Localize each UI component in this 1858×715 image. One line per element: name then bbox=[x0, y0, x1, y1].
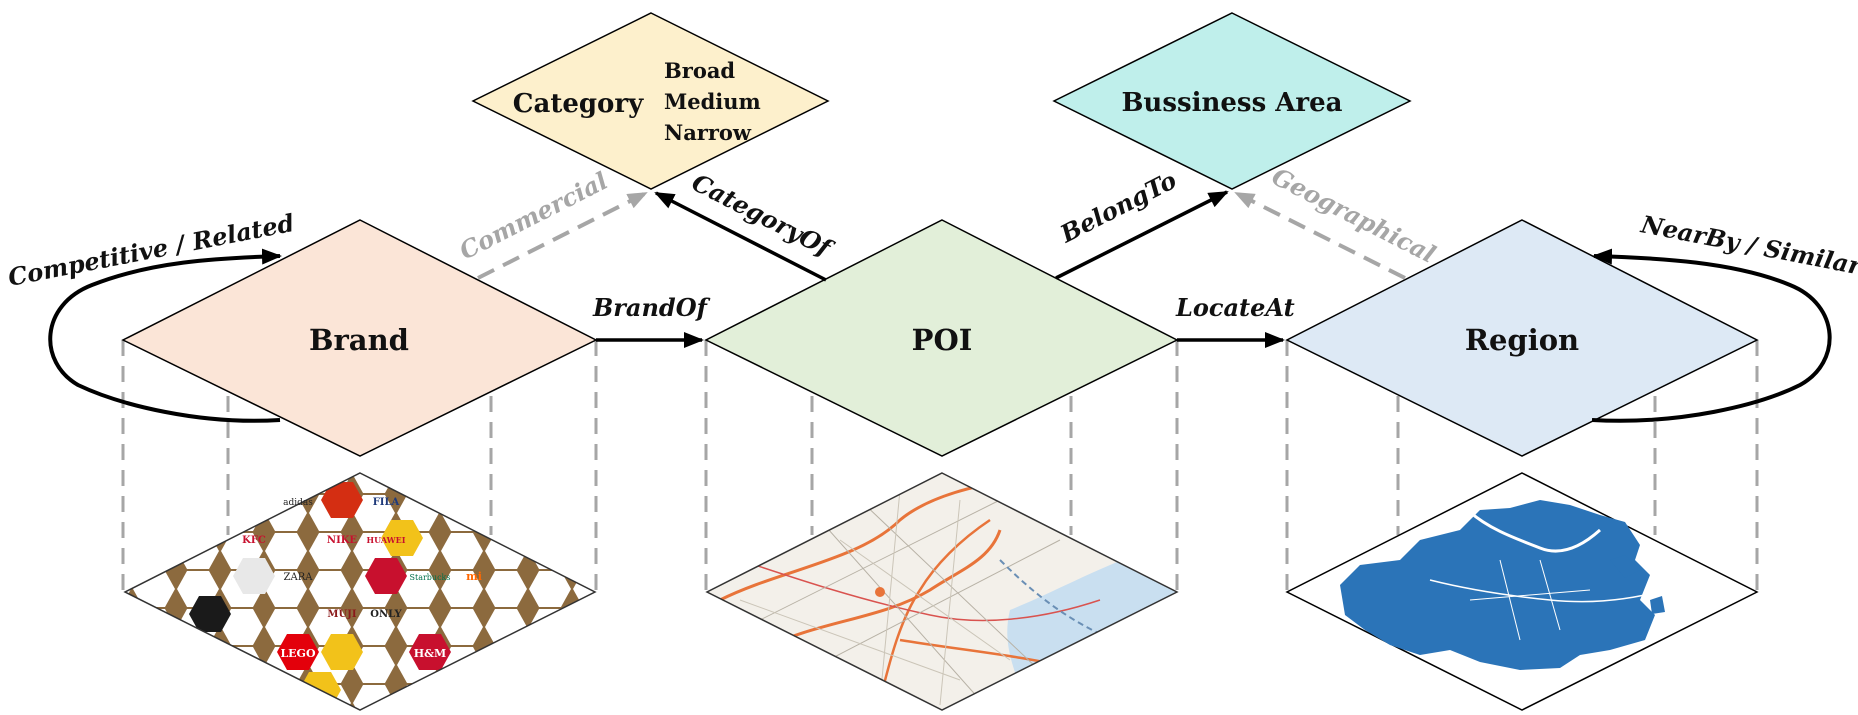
geographical-arrow bbox=[1234, 191, 1406, 280]
region-diamond bbox=[1285, 219, 1759, 457]
poi-title: POI bbox=[912, 323, 973, 357]
logo-lego: LEGO bbox=[280, 647, 316, 660]
brand-of-label: BrandOf bbox=[592, 293, 711, 322]
category-level-medium: Medium bbox=[664, 89, 761, 114]
commercial-arrow bbox=[477, 191, 648, 280]
street-map bbox=[705, 472, 1179, 711]
region-title: Region bbox=[1465, 323, 1579, 357]
brand-node: Brand bbox=[121, 219, 598, 457]
region-node: Region bbox=[1285, 219, 1759, 457]
logo-nike: NIKE bbox=[327, 535, 358, 546]
poi-node: POI bbox=[704, 219, 1179, 457]
poi-diamond bbox=[704, 219, 1179, 457]
category-node: Category Broad Medium Narrow bbox=[471, 12, 830, 190]
edge-locate-at: LocateAt bbox=[1175, 293, 1295, 348]
brand-diamond bbox=[121, 219, 598, 457]
logo-starbucks: Starbucks bbox=[410, 573, 451, 582]
edge-category-of: CategoryOf bbox=[654, 168, 839, 282]
logo-only: ONLY bbox=[370, 609, 402, 620]
category-level-narrow: Narrow bbox=[664, 120, 752, 145]
brand-logo-collage: LEGO H&M ONLY MUJI ZARA NIKE FILA adidas… bbox=[123, 472, 597, 711]
belong-to-label: BelongTo bbox=[1055, 165, 1181, 249]
logo-zara: ZARA bbox=[284, 572, 314, 583]
competitive-related-loop bbox=[48, 248, 282, 423]
belong-to-arrow bbox=[1055, 190, 1229, 280]
brand-title: Brand bbox=[309, 323, 409, 357]
nearby-similar-loop bbox=[1591, 248, 1832, 423]
edge-belong-to: BelongTo bbox=[1055, 165, 1229, 280]
business-area-title: Bussiness Area bbox=[1121, 88, 1342, 118]
region-map bbox=[1285, 472, 1759, 711]
category-title: Category bbox=[513, 89, 644, 119]
edge-brand-of: BrandOf bbox=[592, 293, 711, 348]
logo-adidas: adidas bbox=[283, 498, 313, 508]
category-level-broad: Broad bbox=[664, 58, 735, 83]
category-diamond bbox=[471, 12, 830, 190]
logo-fila: FILA bbox=[373, 497, 400, 508]
category-of-arrow bbox=[654, 191, 827, 282]
locate-at-label: LocateAt bbox=[1175, 293, 1295, 322]
logo-hm: H&M bbox=[414, 647, 447, 660]
edge-commercial: Commercial bbox=[455, 166, 648, 280]
business-area-diamond bbox=[1052, 12, 1412, 190]
projection-guides bbox=[121, 340, 1759, 592]
logo-huawei: HUAWEI bbox=[367, 535, 406, 545]
business-area-node: Bussiness Area bbox=[1052, 12, 1412, 190]
logo-kfc: KFC bbox=[242, 535, 266, 546]
edge-geographical: Geographical bbox=[1234, 162, 1440, 280]
logo-mi: mi bbox=[466, 570, 482, 583]
logo-muji: MUJI bbox=[327, 609, 357, 620]
